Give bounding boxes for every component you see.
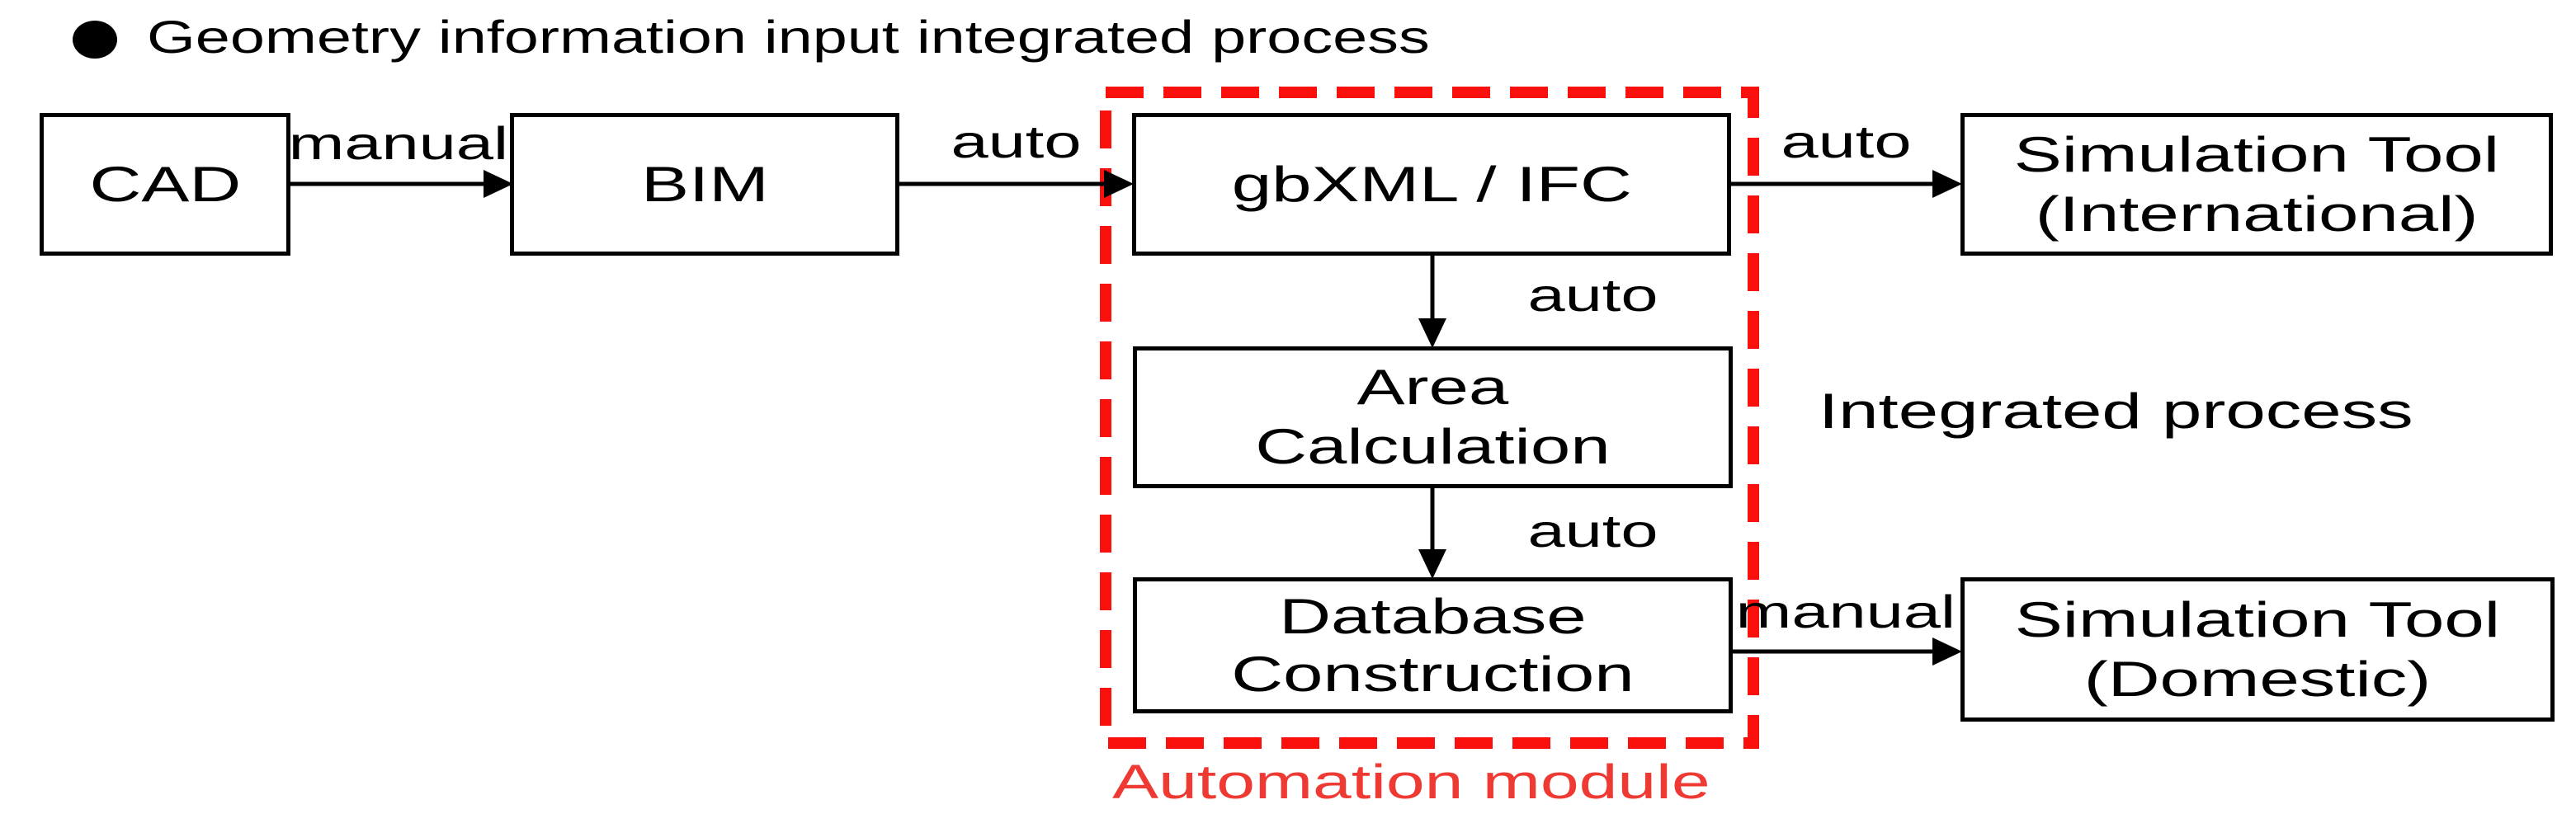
node-simulation-tool-international: Simulation Tool (International) bbox=[1960, 113, 2553, 256]
node-area-calculation: Area Calculation bbox=[1133, 346, 1733, 488]
arrow-area-to-database-head bbox=[1418, 549, 1446, 579]
annotation-integrated-process: Integrated process bbox=[1819, 384, 2413, 439]
page-title: Geometry information input integrated pr… bbox=[147, 12, 1430, 63]
annotation-integrated-process-text: Integrated process bbox=[1819, 383, 2413, 439]
node-sim-domestic-line2: (Domestic) bbox=[2083, 651, 2432, 707]
edge-label-gbxml-to-area: auto bbox=[1452, 269, 1733, 322]
node-area-calculation-line1: Area bbox=[1356, 360, 1509, 415]
node-area-calculation-line2: Calculation bbox=[1255, 419, 1611, 474]
edge-label-area-to-database: auto bbox=[1452, 505, 1733, 557]
edge-label-gbxml-to-sim-international: auto bbox=[1731, 115, 1960, 168]
edge-label-gbxml-to-sim-international-text: auto bbox=[1780, 115, 1912, 167]
automation-module-boundary bbox=[1100, 87, 1759, 749]
node-bim-label: BIM bbox=[640, 156, 769, 212]
page-title-text: Geometry information input integrated pr… bbox=[147, 11, 1430, 63]
node-cad-label: CAD bbox=[89, 156, 241, 212]
arrow-gbxml-to-sim-international-head bbox=[1932, 170, 1962, 198]
node-gbxml-ifc: gbXML / IFC bbox=[1132, 113, 1731, 256]
node-sim-international-line1: Simulation Tool bbox=[2013, 126, 2500, 182]
node-bim: BIM bbox=[510, 113, 899, 256]
node-database-construction-line2: Construction bbox=[1231, 646, 1635, 702]
node-database-construction: Database Construction bbox=[1133, 577, 1733, 713]
arrow-cad-to-bim-head bbox=[484, 170, 513, 198]
annotation-automation-module-text: Automation module bbox=[1112, 755, 1710, 809]
node-gbxml-ifc-label: gbXML / IFC bbox=[1231, 156, 1632, 212]
edge-label-cad-to-bim: manual bbox=[287, 117, 510, 170]
node-sim-international-line2: (International) bbox=[2035, 186, 2479, 242]
node-simulation-tool-domestic: Simulation Tool (Domestic) bbox=[1960, 577, 2555, 722]
edge-label-area-to-database-text: auto bbox=[1526, 505, 1658, 557]
edge-label-gbxml-to-area-text: auto bbox=[1526, 269, 1658, 321]
bullet-icon bbox=[73, 21, 117, 59]
edge-label-bim-to-gbxml-text: auto bbox=[950, 115, 1082, 167]
edge-label-database-to-sim-domestic: manual bbox=[1731, 586, 1960, 638]
edge-label-database-to-sim-domestic-text: manual bbox=[1735, 586, 1956, 637]
node-cad: CAD bbox=[40, 113, 290, 256]
edge-label-bim-to-gbxml: auto bbox=[899, 115, 1132, 168]
arrow-bim-to-gbxml-head bbox=[1104, 170, 1134, 198]
edge-label-cad-to-bim-text: manual bbox=[288, 117, 509, 169]
node-sim-domestic-line1: Simulation Tool bbox=[2014, 591, 2501, 647]
arrow-database-to-sim-domestic-head bbox=[1932, 637, 1962, 666]
arrow-gbxml-to-area-head bbox=[1418, 318, 1446, 348]
node-database-construction-line1: Database bbox=[1279, 588, 1587, 644]
annotation-automation-module: Automation module bbox=[1112, 755, 1710, 810]
